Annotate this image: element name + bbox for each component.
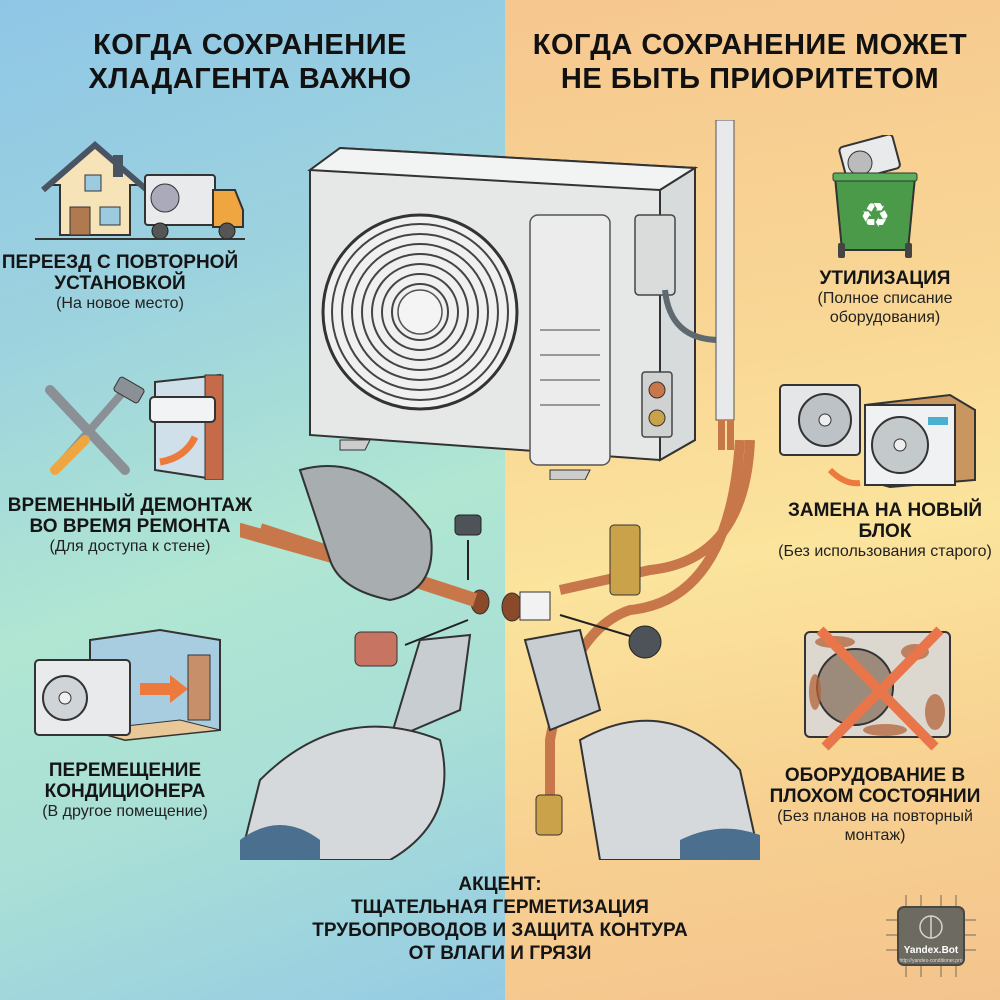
item-subtitle: (Без использования старого)	[778, 543, 992, 560]
item-subtitle: (Полное списание оборудования)	[817, 290, 953, 326]
rusty-unit-crossed-icon	[795, 622, 965, 752]
wall-pipe-illustration	[710, 120, 740, 450]
item-title: ОБОРУДОВАНИЕ В ПЛОХОМ СОСТОЯНИИ	[769, 765, 981, 807]
item-subtitle: (Для доступа к стене)	[49, 538, 211, 555]
accent-label: АКЦЕНТ:	[458, 874, 542, 895]
badge-label: Yandex.Bot	[903, 945, 959, 956]
chip-logo-icon	[886, 895, 976, 977]
item-subtitle: (В другое помещение)	[42, 803, 208, 820]
right-item-poor-condition: ОБОРУДОВАНИЕ В ПЛОХОМ СОСТОЯНИИ (Без пла…	[750, 765, 1000, 845]
unit-replacement-icon	[770, 375, 980, 490]
tools-wall-unit-icon	[35, 370, 235, 480]
item-subtitle: (На новое место)	[56, 295, 184, 312]
recycle-bin-icon: ♻	[830, 135, 920, 260]
item-title: ПЕРЕЕЗД С ПОВТОРНОЙ УСТАНОВКОЙ	[1, 252, 239, 294]
left-item-relocation: ПЕРЕЕЗД С ПОВТОРНОЙ УСТАНОВКОЙ (На новое…	[0, 252, 240, 313]
item-title: УТИЛИЗАЦИЯ	[819, 268, 951, 289]
left-item-temporary-dismantling: ВРЕМЕННЫЙ ДЕМОНТАЖ ВО ВРЕМЯ РЕМОНТА (Для…	[0, 495, 260, 556]
left-item-moving-ac: ПЕРЕМЕЩЕНИЕ КОНДИЦИОНЕРА (В другое помещ…	[0, 760, 250, 821]
item-title: ЗАМЕНА НА НОВЫЙ БЛОК	[787, 500, 983, 542]
item-title: ВРЕМЕННЫЙ ДЕМОНТАЖ ВО ВРЕМЯ РЕМОНТА	[7, 495, 253, 537]
house-truck-icon	[35, 135, 245, 240]
svg-text:♻: ♻	[860, 197, 890, 235]
unit-room-arrow-icon	[30, 625, 240, 750]
item-title: ПЕРЕМЕЩЕНИЕ КОНДИЦИОНЕРА	[44, 760, 206, 802]
accent-note: АКЦЕНТ: ТЩАТЕЛЬНАЯ ГЕРМЕТИЗАЦИЯ ТРУБОПРО…	[300, 873, 700, 965]
item-subtitle: (Без планов на повторный монтаж)	[777, 808, 973, 844]
left-heading: КОГДА СОХРАНЕНИЕ ХЛАДАГЕНТА ВАЖНО	[88, 29, 412, 95]
right-item-replacement: ЗАМЕНА НА НОВЫЙ БЛОК (Без использования …	[770, 500, 1000, 561]
accent-text: ТЩАТЕЛЬНАЯ ГЕРМЕТИЗАЦИЯ ТРУБОПРОВОДОВ И …	[312, 897, 688, 964]
outdoor-ac-unit-illustration	[300, 140, 720, 480]
badge-url: http://yandex-conditioner.pro	[899, 958, 963, 964]
hands-sealing-pipes-illustration	[240, 440, 760, 860]
right-heading: КОГДА СОХРАНЕНИЕ МОЖЕТ НЕ БЫТЬ ПРИОРИТЕТ…	[532, 29, 968, 95]
right-item-disposal: УТИЛИЗАЦИЯ (Полное списание оборудования…	[770, 268, 1000, 327]
